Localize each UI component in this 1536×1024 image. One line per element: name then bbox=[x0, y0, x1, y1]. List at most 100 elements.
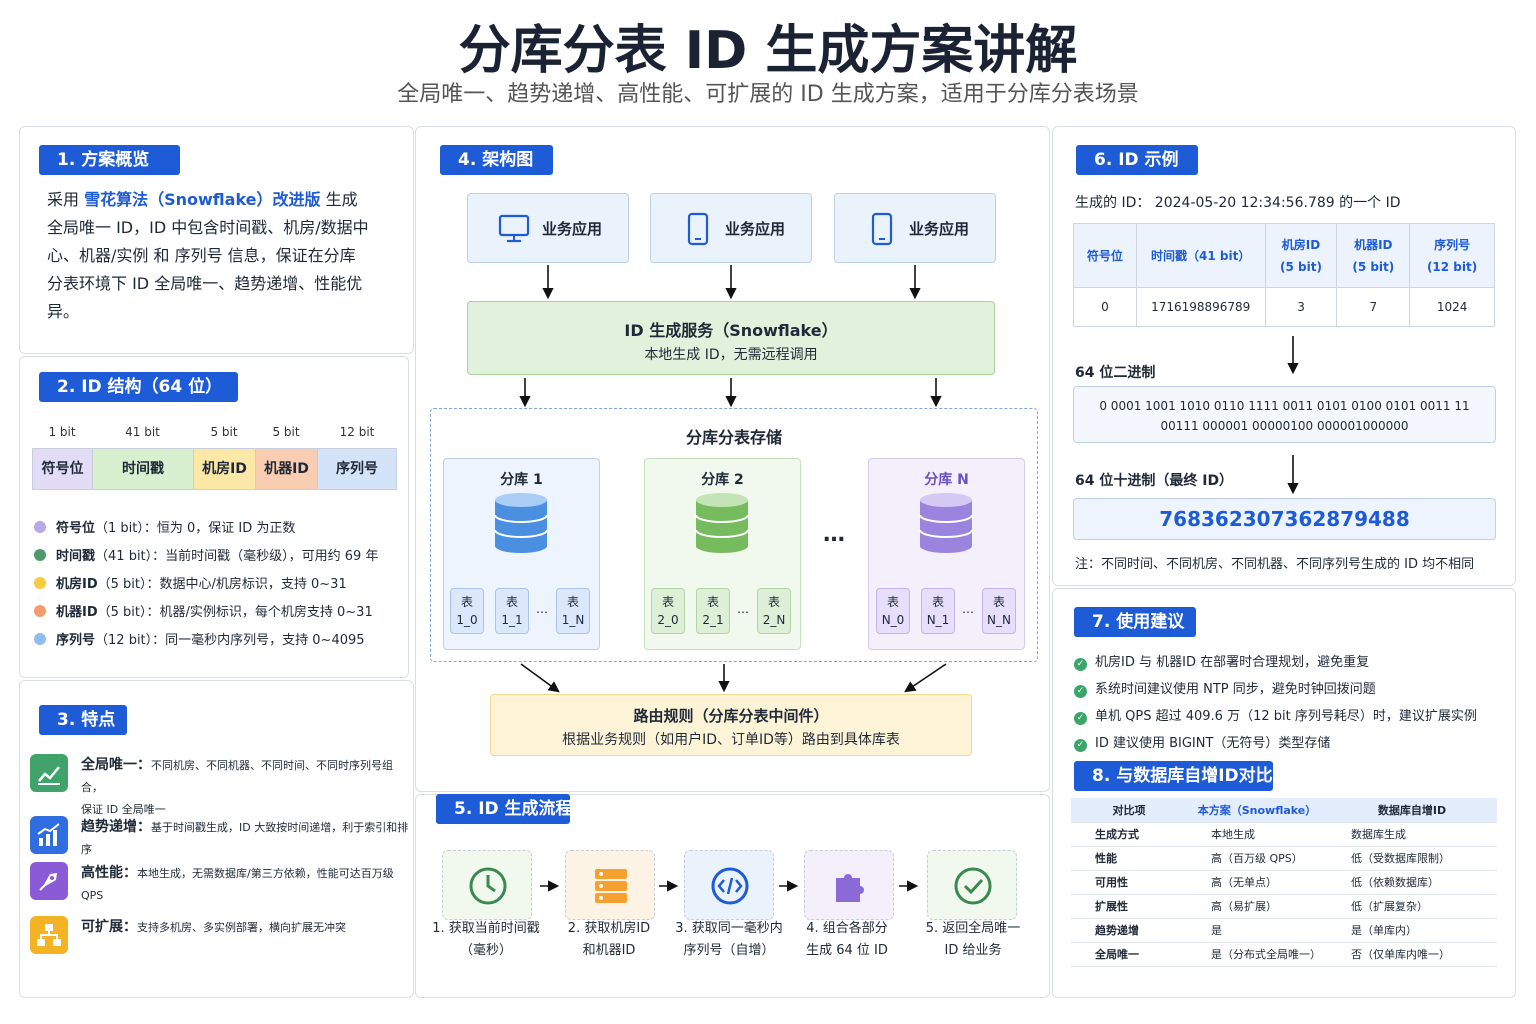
legend-name: 时间戳 bbox=[56, 549, 96, 564]
table-ellipsis: … bbox=[737, 602, 749, 616]
segment-time: 时间戳 bbox=[92, 448, 194, 490]
binary-box: 0 0001 1001 1010 0110 1111 0011 0101 010… bbox=[1073, 386, 1496, 443]
feature-desc: 基于时间戳生成，ID 大致按时间递增，利于索引和排序 bbox=[81, 821, 409, 856]
comparison-table: 对比项 本方案（Snowflake） 数据库自增ID 生成方式本地生成数据库生成… bbox=[1071, 798, 1497, 967]
flow-label-line: 序列号（自增） bbox=[683, 943, 775, 958]
flow-step-5 bbox=[927, 850, 1017, 920]
table-label: 表 bbox=[767, 595, 780, 609]
business-app-2: 业务应用 bbox=[650, 193, 812, 263]
comparison-cell: 本地生成 bbox=[1187, 822, 1327, 847]
flow-label-line: 和机器ID bbox=[582, 943, 636, 958]
id-table-header: 符号位 bbox=[1073, 223, 1137, 288]
storage-title: 分库分表存储 bbox=[685, 428, 782, 447]
id-table-value-row: 0 1716198896789 3 7 1024 bbox=[1073, 287, 1495, 327]
comparison-cell: 低（受数据库限制） bbox=[1327, 846, 1497, 871]
legend-dot bbox=[34, 577, 46, 589]
comparison-cell: 是 bbox=[1187, 918, 1327, 943]
check-icon: ✓ bbox=[1074, 658, 1087, 671]
comparison-cell: 趋势递增 bbox=[1071, 918, 1187, 943]
flow-label-line: 4. 组合各部分 bbox=[806, 921, 888, 936]
legend-desc: （41 bit）：当前时间戳（毫秒级），可用约 69 年 bbox=[95, 549, 379, 564]
overview-line-2: 全局唯一 ID，ID 中包含时间戳、机房/数据中 bbox=[47, 218, 369, 237]
table-suffix: 1_0 bbox=[456, 613, 478, 627]
id-example-table: 符号位 时间戳（41 bit） 机房ID(5 bit) 机器ID(5 bit) … bbox=[1073, 223, 1495, 327]
monitor-icon bbox=[498, 214, 530, 243]
header-text: 机房ID bbox=[1281, 237, 1321, 252]
page-title: 分库分表 ID 生成方案讲解 bbox=[458, 21, 1078, 81]
comparison-row: 可用性高（无单点）低（依赖数据库） bbox=[1071, 870, 1497, 895]
comparison-cell: 低（依赖数据库） bbox=[1327, 870, 1497, 895]
id-note: 注：不同时间、不同机房、不同机器、不同序列号生成的 ID 均不相同 bbox=[1075, 557, 1475, 572]
db-shard-label: 分库 2 bbox=[701, 472, 744, 488]
comparison-cell: 全局唯一 bbox=[1071, 942, 1187, 967]
header-subtext: (5 bit) bbox=[1280, 259, 1322, 274]
id-table-value: 1716198896789 bbox=[1135, 287, 1266, 327]
bit-label-machine: 5 bit bbox=[272, 425, 300, 439]
flow-label-line: 生成 64 位 ID bbox=[806, 943, 888, 958]
id-table-value: 0 bbox=[1073, 287, 1137, 327]
feature-desc-2: 保证 ID 全局唯一 bbox=[81, 803, 166, 816]
feature-name: 高性能： bbox=[81, 865, 137, 881]
legend-item: 序列号（12 bit）：同一毫秒内序列号，支持 0~4095 bbox=[34, 629, 365, 648]
legend-dot bbox=[34, 521, 46, 533]
legend-desc: （12 bit）：同一毫秒内序列号，支持 0~4095 bbox=[95, 633, 365, 648]
binary-line-1: 0 0001 1001 1010 0110 1111 0011 0101 010… bbox=[1099, 399, 1470, 413]
comparison-cell: 低（扩展复杂） bbox=[1327, 894, 1497, 919]
feature-name: 全局唯一： bbox=[81, 757, 151, 773]
comparison-row: 趋势递增是是（单库内） bbox=[1071, 918, 1497, 943]
comparison-cell: 否（仅单库内唯一） bbox=[1327, 942, 1497, 967]
comparison-header: 对比项 bbox=[1071, 798, 1187, 823]
id-table-header: 机房ID (5 bit) bbox=[1264, 223, 1338, 288]
segment-sign: 符号位 bbox=[32, 448, 93, 490]
routing-desc: 根据业务规则（如用户ID、订单ID等）路由到具体库表 bbox=[562, 732, 900, 748]
tip-text: 系统时间建议使用 NTP 同步，避免时钟回拨问题 bbox=[1095, 682, 1376, 697]
comparison-header: 数据库自增ID bbox=[1327, 798, 1497, 823]
comparison-row: 全局唯一是（分布式全局唯一）否（仅单库内唯一） bbox=[1071, 942, 1497, 967]
generated-id-caption: 生成的 ID： 2024-05-20 12:34:56.789 的一个 ID bbox=[1075, 195, 1401, 211]
legend-name: 符号位 bbox=[56, 521, 96, 536]
puzzle-icon bbox=[836, 874, 864, 902]
clock-icon bbox=[469, 867, 507, 905]
overview-line-4: 分表环境下 ID 全局唯一、趋势递增、性能优 bbox=[47, 274, 363, 293]
table-ellipsis: … bbox=[962, 602, 974, 616]
comparison-row: 性能高（百万级 QPS）低（受数据库限制） bbox=[1071, 846, 1497, 871]
segment-seq: 序列号 bbox=[317, 448, 397, 490]
app-label: 业务应用 bbox=[725, 220, 786, 238]
id-service-title: ID 生成服务（Snowflake） bbox=[624, 321, 838, 340]
decimal-box: 768362307362879488 bbox=[1073, 498, 1496, 540]
database-icon bbox=[494, 493, 548, 553]
legend-item: 时间戳（41 bit）：当前时间戳（毫秒级），可用约 69 年 bbox=[34, 545, 378, 564]
flow-step-4 bbox=[804, 850, 894, 920]
flow-label-line: 1. 获取当前时间戳 bbox=[432, 921, 540, 936]
flow-step-1 bbox=[442, 850, 532, 920]
table-suffix: 1_N bbox=[561, 613, 585, 627]
section-title-comparison: 8. 与数据库自增ID对比 bbox=[1074, 761, 1273, 791]
app-label: 业务应用 bbox=[542, 220, 603, 238]
bit-label-time: 41 bit bbox=[125, 425, 160, 439]
id-table-header: 机器ID(5 bit) bbox=[1336, 223, 1411, 288]
tip-text: 单机 QPS 超过 409.6 万（12 bit 序列号耗尽）时，建议扩展实例 bbox=[1095, 709, 1477, 724]
overview-highlight: 雪花算法（Snowflake）改进版 bbox=[84, 190, 321, 209]
table-label: 表 bbox=[505, 595, 518, 609]
id-table-header: 序列号(12 bit) bbox=[1409, 223, 1495, 288]
tip-text: ID 建议使用 BIGINT（无符号）类型存储 bbox=[1095, 736, 1331, 751]
overview-line-1a: 采用 bbox=[47, 190, 80, 209]
flow-label-line: （毫秒） bbox=[459, 943, 512, 958]
section-title-features: 3. 特点 bbox=[39, 705, 127, 735]
comparison-cell: 是（单库内） bbox=[1327, 918, 1497, 943]
section-title-overview: 1. 方案概览 bbox=[39, 145, 180, 175]
db-shard-label: 分库 1 bbox=[500, 472, 543, 488]
legend-name: 序列号 bbox=[56, 633, 96, 648]
section-title-id-example: 6. ID 示例 bbox=[1076, 145, 1198, 175]
database-icon bbox=[919, 493, 973, 553]
table-suffix: 2_N bbox=[762, 613, 786, 627]
table-label: 表 bbox=[706, 595, 719, 609]
code-icon bbox=[711, 867, 749, 905]
database-icon bbox=[695, 493, 749, 553]
comparison-row: 生成方式本地生成数据库生成 bbox=[1071, 822, 1497, 847]
legend-desc: （5 bit）：机器/实例标识，每个机房支持 0~31 bbox=[97, 605, 373, 620]
